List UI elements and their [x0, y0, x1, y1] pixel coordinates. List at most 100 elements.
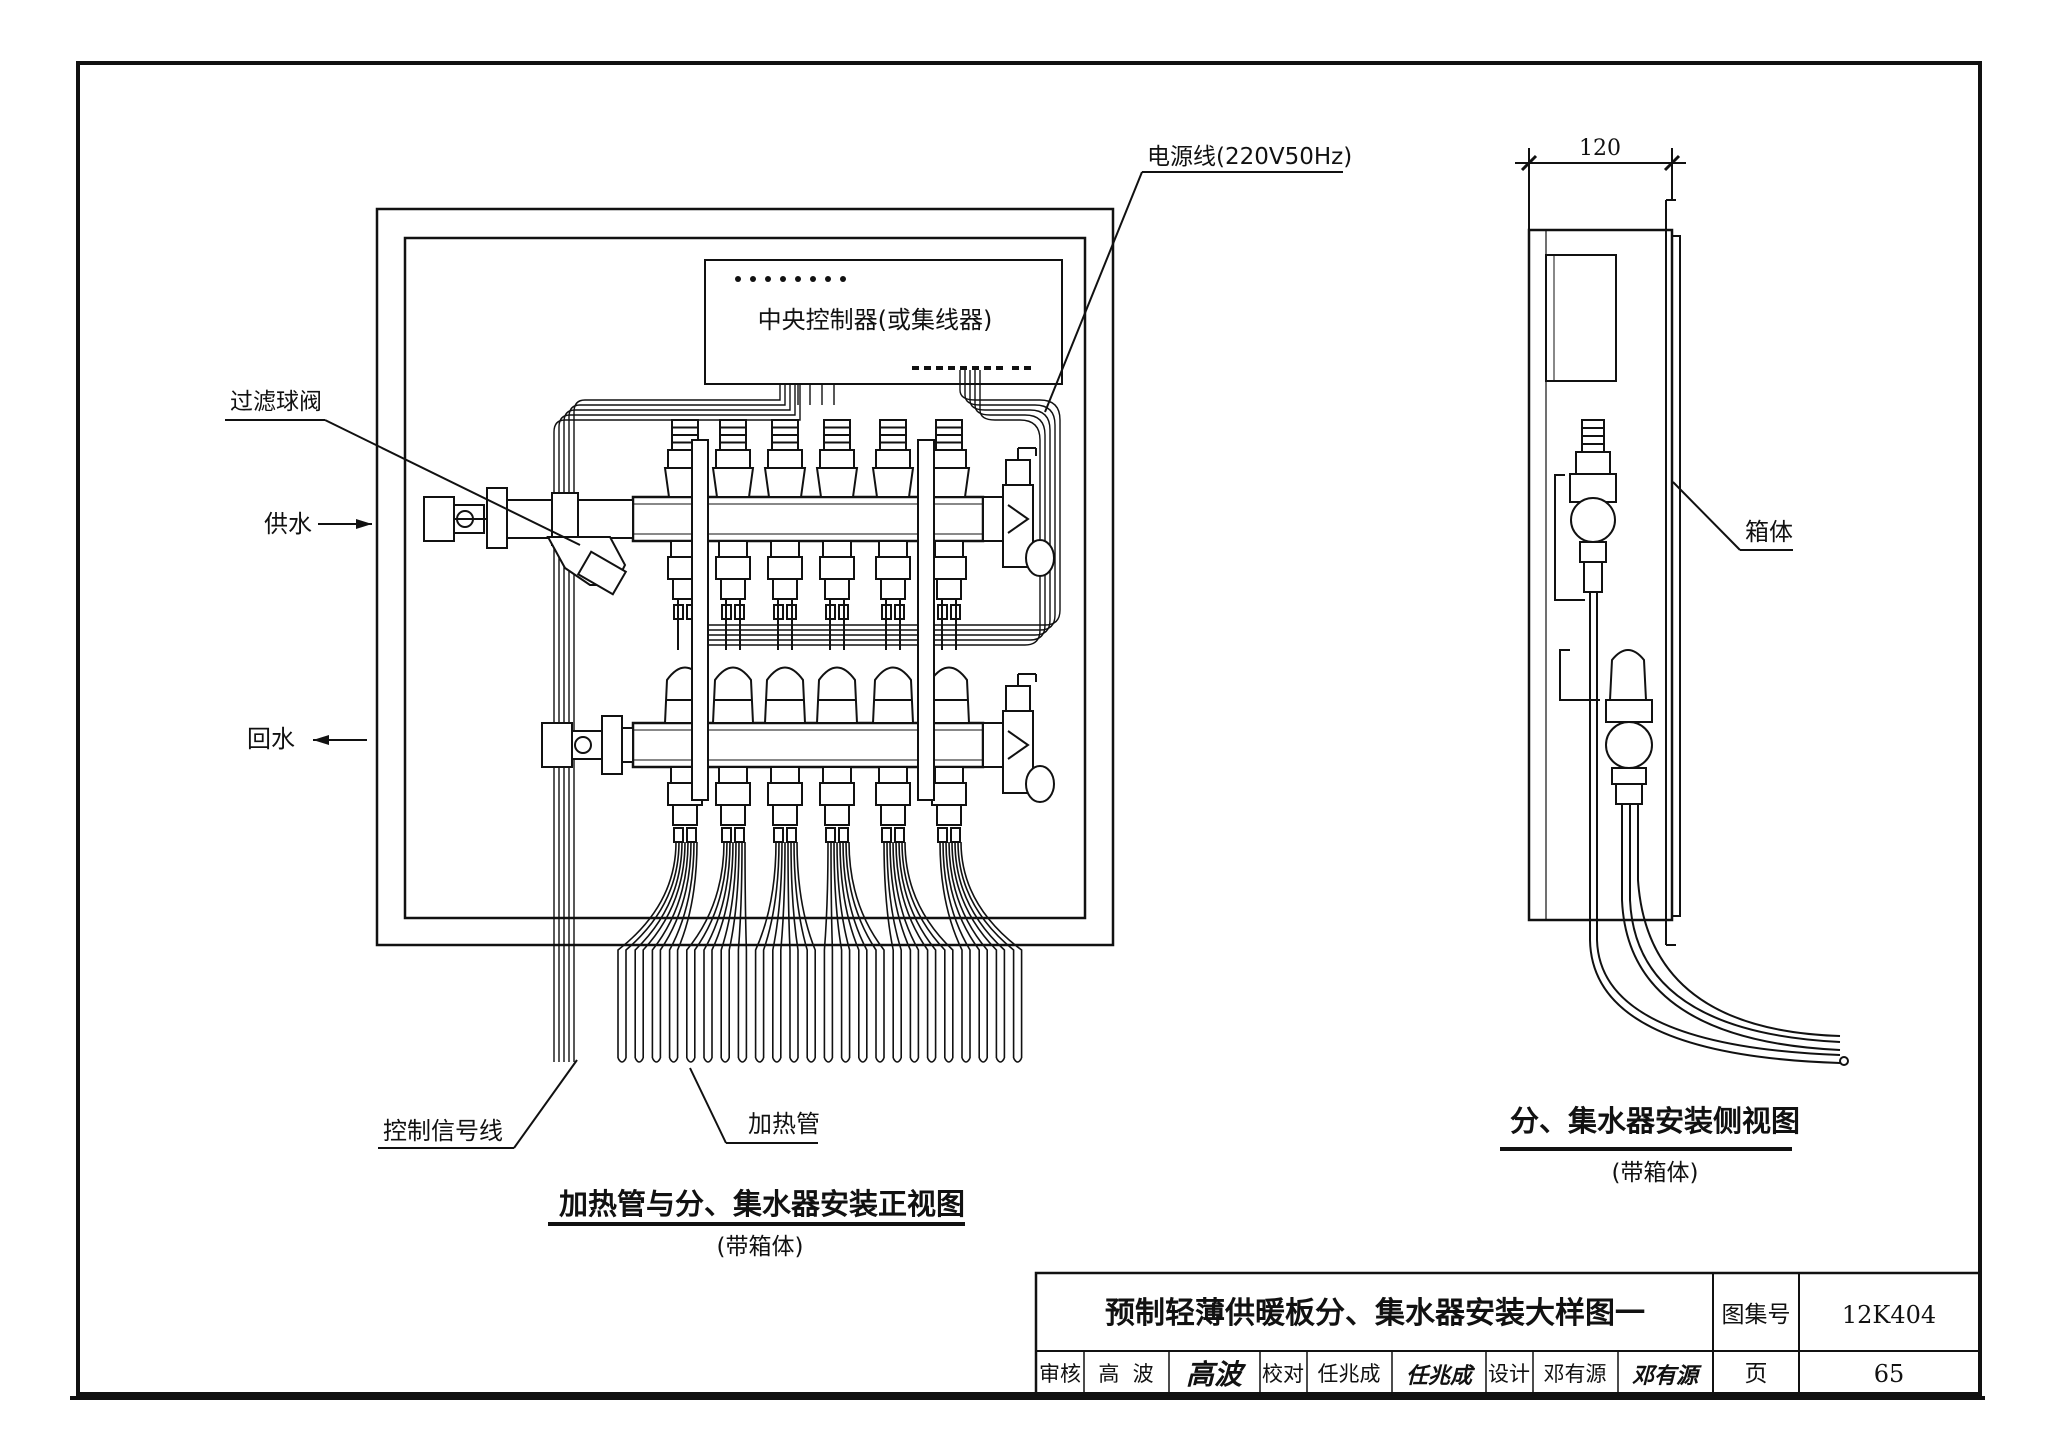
outlet-nut: [718, 766, 748, 784]
filter-strainer: [546, 536, 628, 596]
heating-pipe: [720, 841, 737, 1058]
outlet-nut: [718, 540, 748, 558]
drawing-main-title: 预制轻薄供暖板分、集水器安装大样图一: [1105, 1296, 1645, 1331]
heating-pipe: [939, 841, 963, 1058]
heating-pipe: [833, 841, 843, 1058]
cabinet-outer: [375, 207, 1115, 947]
heating-pipe: [617, 841, 677, 1058]
heating-pipe-end: [1012, 1057, 1023, 1063]
dimension-tick: [1663, 154, 1681, 172]
heating-pipe: [796, 841, 816, 1058]
heating-pipe: [703, 841, 731, 1058]
heating-pipe: [686, 841, 725, 1058]
heating-pipe-end: [840, 1057, 851, 1063]
flow-meter-nut: [767, 449, 803, 469]
heating-pipe: [954, 841, 1006, 1058]
signal-wire: [573, 384, 781, 1062]
heating-pipe: [904, 841, 954, 1058]
heating-pipe-end: [737, 1057, 748, 1063]
controller-led-dot: [765, 276, 771, 282]
controller-terminal: [948, 366, 955, 370]
heating-pipe: [823, 841, 829, 1058]
controller-led-dot: [750, 276, 756, 282]
side-heating-pipes: [1589, 660, 1849, 1066]
heating-pipe: [744, 841, 748, 1058]
thermal-actuator: [711, 666, 755, 724]
power-line-label: 电源线(220V50Hz): [1147, 144, 1352, 170]
pipe-clip: [950, 827, 961, 843]
flow-meter-nut: [715, 449, 751, 469]
outlet-nut: [770, 540, 800, 558]
controller-led-dot: [780, 276, 786, 282]
controller-terminal: [936, 366, 943, 370]
outlet-fitting: [715, 782, 751, 806]
heating-pipe-end: [789, 1057, 799, 1063]
pipe-clip: [734, 827, 745, 843]
heating-pipe-end: [926, 1057, 937, 1063]
pipe-clip: [721, 827, 732, 843]
heating-pipes: [617, 841, 1023, 1063]
heating-pipe: [886, 841, 902, 1058]
front-view: 中央控制器(或集线器): [225, 144, 1352, 1260]
page-no: 65: [1874, 1360, 1905, 1388]
heating-pipe-end: [617, 1057, 627, 1063]
heating-pipe: [942, 841, 971, 1058]
heating-pipe: [642, 841, 686, 1058]
signal-line-label: 控制信号线: [383, 1117, 503, 1145]
heating-pipe-label: 加热管: [748, 1110, 820, 1138]
pipe-clip: [786, 827, 797, 843]
pipe-clip: [881, 827, 892, 843]
outlet-fitting: [772, 804, 798, 826]
heating-pipe-end: [823, 1057, 834, 1063]
reviewer-signature: 高波: [1186, 1358, 1247, 1391]
heating-pipe-end: [875, 1057, 885, 1063]
flow-meter-nut: [875, 449, 911, 469]
side-supply-assembly: [1554, 419, 1617, 660]
manifold-circuits: [663, 419, 971, 843]
controller-terminal: [1024, 366, 1031, 370]
heating-pipe-end: [651, 1057, 662, 1063]
heating-pipe: [625, 841, 680, 1058]
side-view-subtitle: (带箱体): [1612, 1160, 1699, 1186]
outlet-fitting: [936, 578, 962, 600]
controller-led-dot: [735, 276, 741, 282]
heating-pipe: [892, 841, 920, 1058]
check-label: 校对: [1262, 1362, 1304, 1386]
designer-signature: 邓有源: [1632, 1363, 1702, 1389]
heating-pipe: [787, 841, 791, 1058]
side-view-title: 分、集水器安装侧视图: [1510, 1104, 1800, 1138]
thermal-actuator: [815, 666, 859, 724]
outlet-nut: [878, 766, 908, 784]
signal-wire: [700, 370, 1041, 646]
heating-pipe: [883, 841, 894, 1058]
supply-arrowhead: [356, 519, 372, 529]
side-controller: [1545, 254, 1617, 382]
flow-meter-nut: [819, 449, 855, 469]
box-leader: [1672, 481, 1741, 551]
outlet-nut: [878, 540, 908, 558]
outlet-fitting: [772, 578, 798, 600]
heating-pipe: [960, 841, 1023, 1058]
controller-led-dot: [795, 276, 801, 282]
signal-wire: [700, 370, 1051, 636]
controller-terminal: [1012, 366, 1019, 370]
heating-pipe: [711, 841, 734, 1058]
controller-terminal: [960, 366, 967, 370]
heating-pipe: [836, 841, 851, 1058]
controller-terminals: [912, 366, 1031, 370]
controller-led-dot: [810, 276, 816, 282]
signal-wire: [568, 384, 786, 1062]
outlet-fitting: [715, 556, 751, 580]
outlet-nut: [934, 766, 964, 784]
outlet-fitting: [767, 782, 803, 806]
outlet-fitting: [936, 804, 962, 826]
heating-pipe: [651, 841, 689, 1058]
heating-pipe-leader: [689, 1067, 727, 1144]
pipe-clip: [937, 827, 948, 843]
side-return-assembly: [1559, 649, 1653, 805]
title-block: 预制轻薄供暖板分、集水器安装大样图一 图集号 12K404 页 65 审核 高 …: [1034, 1271, 1982, 1396]
manifold-bracket-right: [917, 439, 935, 801]
review-label: 审核: [1039, 1362, 1081, 1386]
heating-pipe: [842, 841, 868, 1058]
controller-terminal: [972, 366, 979, 370]
